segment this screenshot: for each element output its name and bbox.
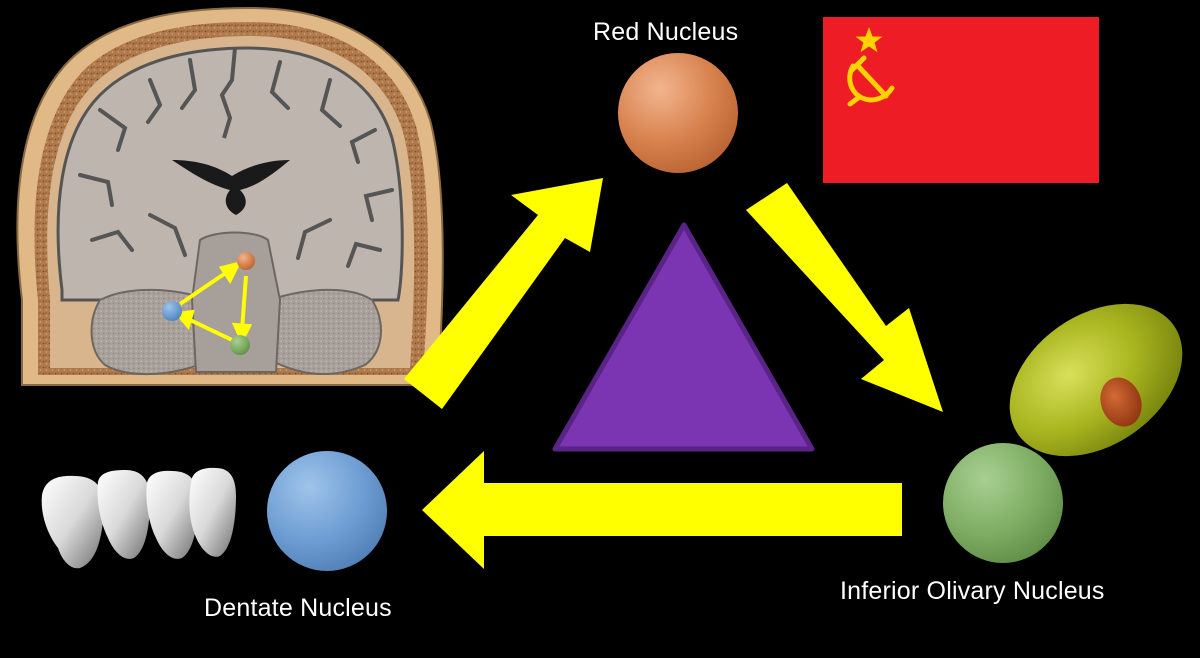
pimento-icon (1100, 377, 1142, 427)
mini-olivary-nucleus (230, 335, 250, 355)
tooth-4-icon (189, 467, 236, 557)
mini-red-nucleus (237, 252, 255, 270)
cerebrum (56, 46, 404, 302)
lateral-ventricles (172, 160, 290, 215)
inferior-olivary-nucleus-label: Inferior Olivary Nucleus (840, 577, 1105, 605)
mini-triangle-arrows (174, 261, 253, 345)
tooth-2-icon (97, 470, 150, 559)
inferior-olivary-nucleus-sphere (943, 443, 1063, 563)
teeth-icon (41, 467, 236, 569)
olive-icon (1009, 303, 1183, 457)
red-nucleus-label: Red Nucleus (593, 18, 739, 46)
brainstem (190, 231, 282, 373)
tooth-1-icon (41, 475, 105, 569)
red-nucleus-sphere (618, 53, 738, 173)
longitudinal-fissure (219, 47, 237, 139)
brain-coronal-section-icon (16, 6, 444, 386)
arrow-olivary-to-dentate (422, 451, 902, 569)
star-icon (855, 27, 883, 53)
dentate-nucleus-label: Dentate Nucleus (204, 594, 392, 622)
tooth-3-icon (146, 470, 198, 559)
arrow-dentate-to-red (404, 178, 603, 409)
dentate-nucleus-sphere (267, 451, 387, 571)
cortical-sulci (78, 58, 394, 268)
purple-triangle (552, 222, 815, 452)
soviet-flag-icon (823, 17, 1099, 183)
hammer-and-sickle-icon (847, 55, 895, 107)
arrow-red-to-olivary (746, 183, 943, 412)
mini-dentate-nucleus (162, 301, 182, 321)
